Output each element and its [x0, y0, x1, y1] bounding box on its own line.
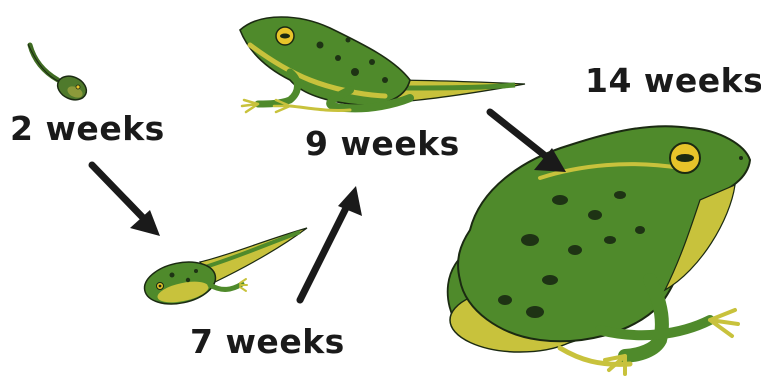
label-7-weeks: 7 weeks [190, 325, 345, 358]
tadpole-7-weeks-image [141, 228, 307, 310]
label-14-weeks: 14 weeks [585, 64, 761, 97]
label-9-weeks: 9 weeks [305, 127, 460, 160]
tadpole-2-weeks-image [28, 44, 90, 104]
label-2-weeks: 2 weeks [10, 112, 165, 145]
arrow-2-to-7-weeks [92, 165, 150, 225]
adult-frog-14-weeks-image [448, 126, 750, 374]
arrow-7-to-9-weeks [300, 200, 350, 300]
arrow-9-to-14-weeks [490, 112, 553, 162]
froglet-9-weeks-image [240, 17, 525, 112]
